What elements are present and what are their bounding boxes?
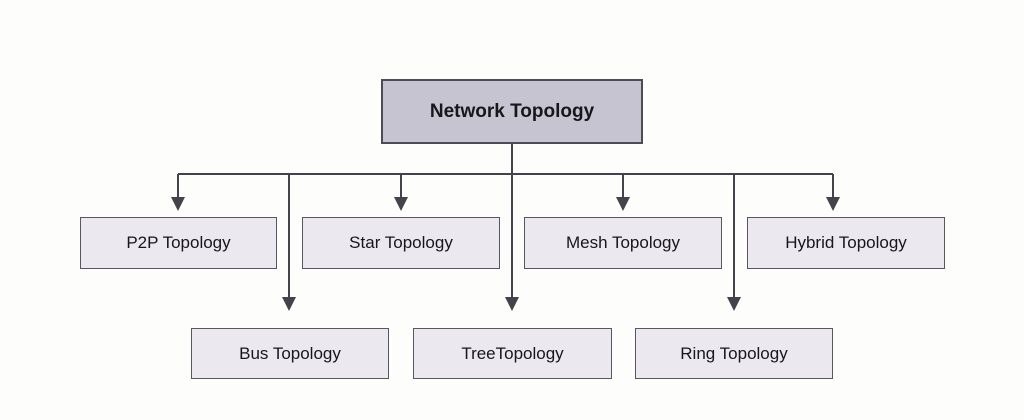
node-network-topology: Network Topology xyxy=(381,79,643,144)
node-p2p-topology: P2P Topology xyxy=(80,217,277,269)
node-hybrid-topology-label: Hybrid Topology xyxy=(785,233,907,252)
node-hybrid-topology: Hybrid Topology xyxy=(747,217,945,269)
node-star-topology: Star Topology xyxy=(302,217,500,269)
node-mesh-topology-label: Mesh Topology xyxy=(565,233,681,252)
node-ring-topology: Ring Topology xyxy=(635,328,833,379)
node-bus-topology: Bus Topology xyxy=(191,328,389,379)
arrowhead-icon-tree xyxy=(505,297,519,311)
node-ring-topology-label: Ring Topology xyxy=(680,343,788,363)
node-bus-topology-label: Bus Topology xyxy=(239,343,341,363)
node-tree-topology-label: TreeTopology xyxy=(461,343,564,363)
arrowhead-icon-mesh xyxy=(616,197,630,211)
arrowhead-icon-hybrid xyxy=(826,197,840,211)
node-mesh-topology: Mesh Topology xyxy=(524,217,722,269)
arrowhead-icon-bus xyxy=(282,297,296,311)
node-network-topology-label: Network Topology xyxy=(429,100,595,122)
arrowhead-icon-star xyxy=(394,197,408,211)
arrowhead-icon-ring xyxy=(727,297,741,311)
node-p2p-topology-label: P2P Topology xyxy=(126,233,231,252)
node-star-topology-label: Star Topology xyxy=(349,233,453,252)
arrowhead-icon-p2p xyxy=(171,197,185,211)
node-tree-topology: TreeTopology xyxy=(413,328,612,379)
